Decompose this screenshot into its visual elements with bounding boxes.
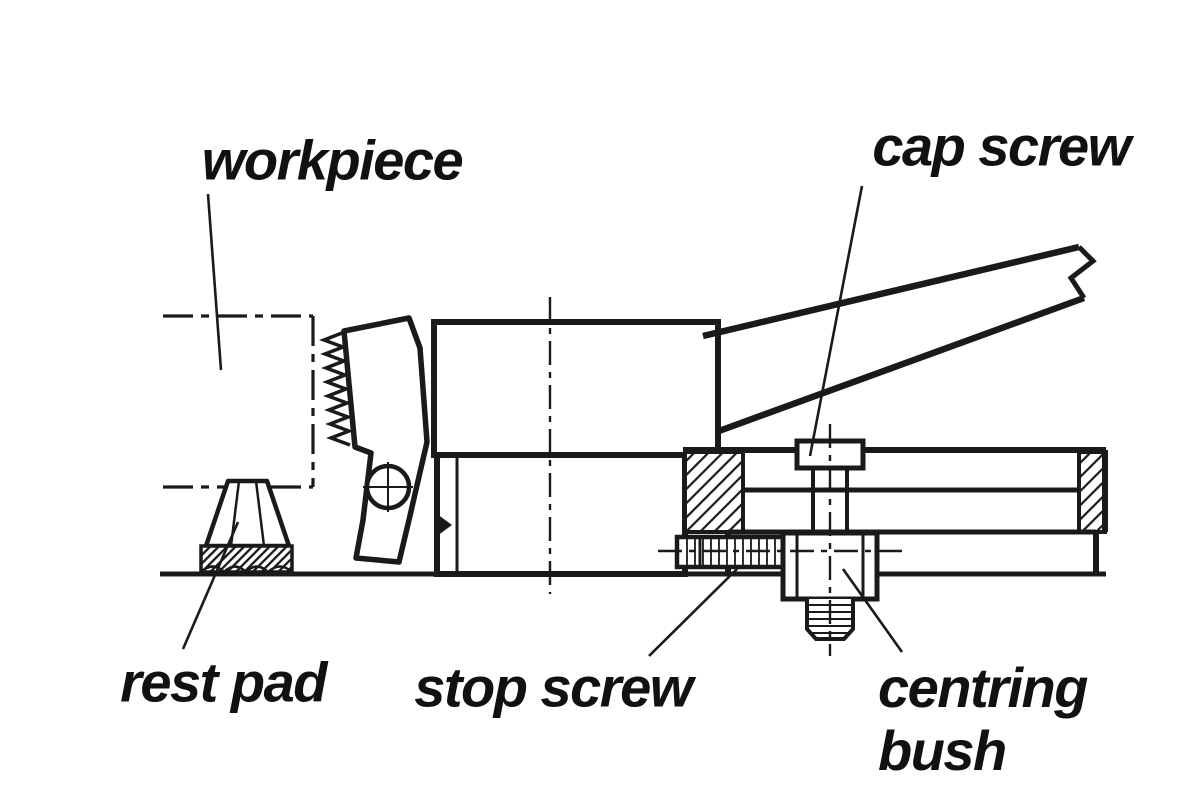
rest-pad: [199, 478, 294, 574]
label-centring-bush: centring bush: [878, 656, 1088, 782]
centerlines: [548, 297, 906, 656]
leader-cap-screw: [808, 185, 864, 457]
label-centring-bush-line2: bush: [878, 719, 1007, 782]
label-workpiece: workpiece: [201, 128, 464, 192]
leader-workpiece: [206, 193, 223, 371]
leader-lines: [181, 185, 904, 657]
label-stop-screw: stop screw: [414, 655, 693, 719]
clamp-jaw: [319, 315, 430, 565]
label-cap-screw: cap screw: [872, 114, 1131, 178]
leader-centring-bush: [841, 568, 904, 653]
serration: [319, 331, 354, 447]
leader-stop-screw: [648, 568, 738, 657]
body-notch: [437, 514, 452, 536]
lever-handle: [702, 243, 1097, 435]
handle-break: [1067, 245, 1097, 300]
label-centring-bush-line1: centring: [878, 656, 1088, 719]
workpiece-outline: [163, 314, 315, 489]
label-rest-pad: rest pad: [120, 650, 327, 714]
base-plate: [683, 447, 1108, 574]
leader-rest-pad: [181, 521, 240, 650]
